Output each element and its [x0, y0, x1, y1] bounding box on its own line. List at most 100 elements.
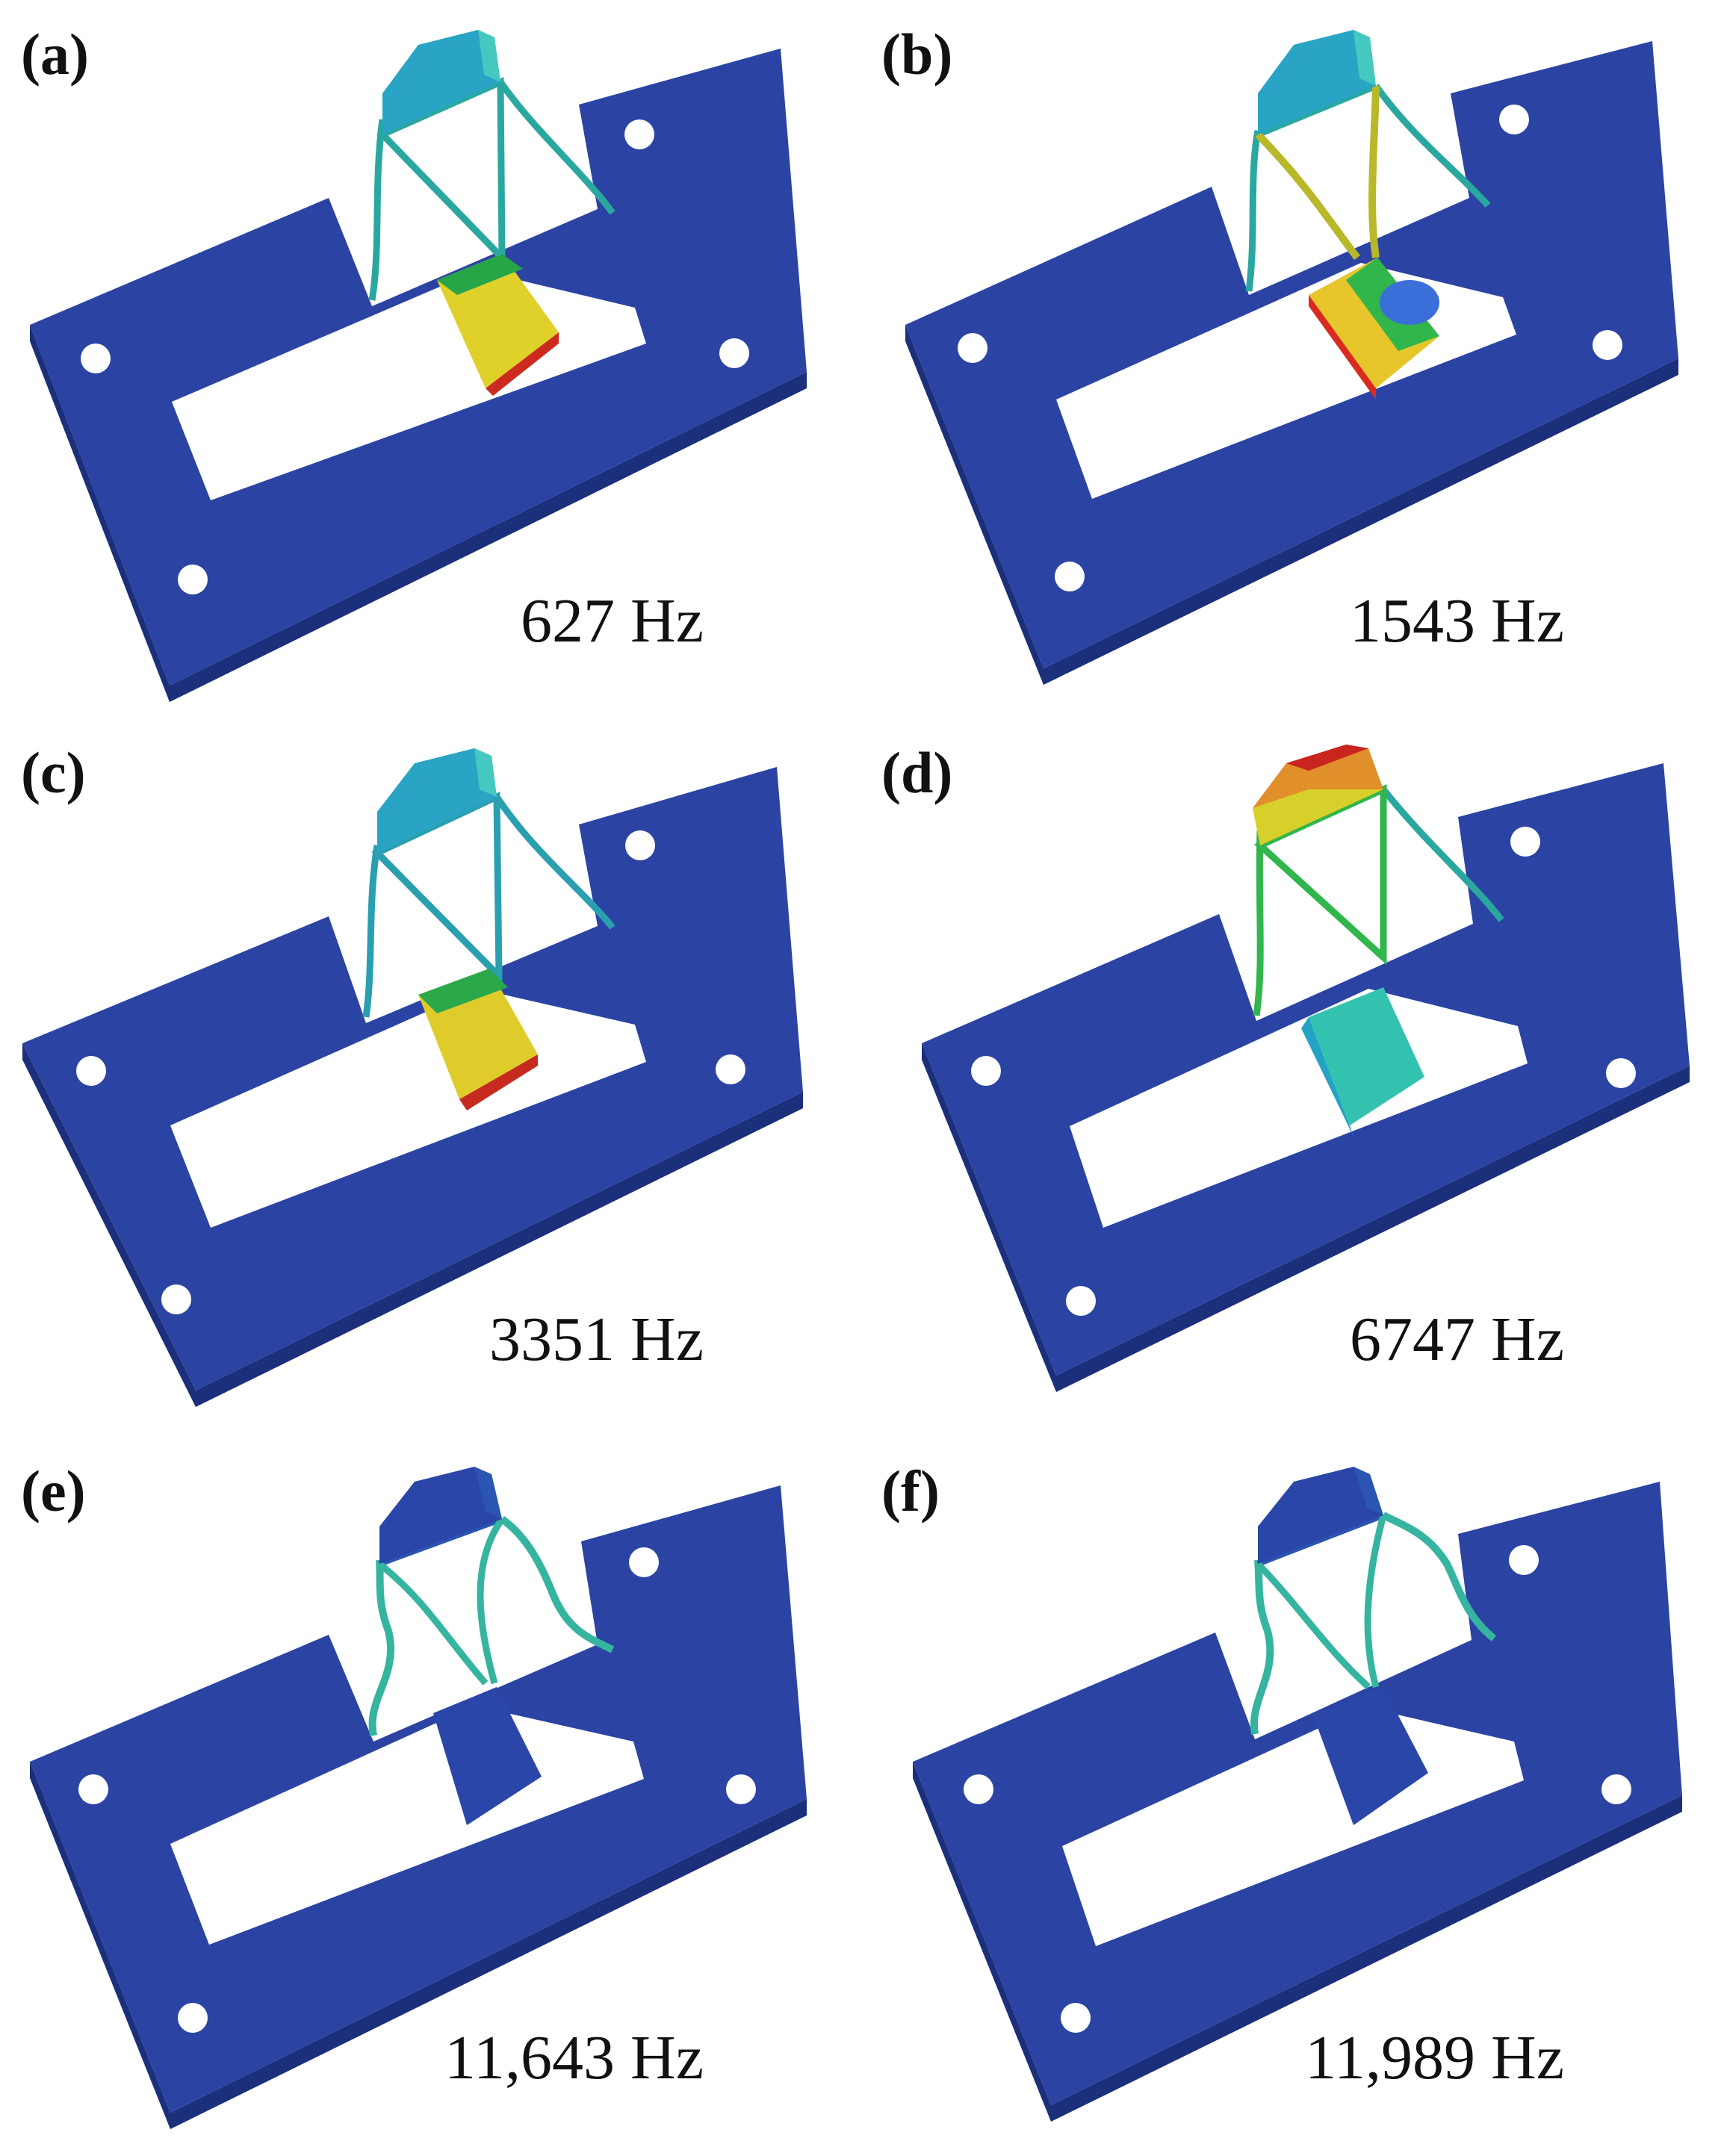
mount-hole: [1061, 2003, 1091, 2033]
frequency-label: 6747 Hz: [1350, 1305, 1564, 1374]
flexure-mechanism: [1253, 745, 1504, 1137]
frame-side: [30, 325, 170, 702]
fem-model-c: [22, 748, 803, 1407]
proof-mass-top: [437, 254, 523, 295]
mount-hole: [629, 1547, 659, 1577]
mount-hole: [178, 2003, 208, 2033]
proof-mass-side: [486, 332, 559, 396]
frequency-label: 627 Hz: [521, 586, 704, 656]
flexure-beam: [368, 1559, 395, 1736]
cap-block: [382, 30, 500, 134]
flexure-beam: [368, 119, 386, 301]
proof-mass-top: [418, 969, 508, 1013]
flexure-beam: [1253, 830, 1264, 1016]
mount-hole: [958, 333, 987, 363]
flexure-beam: [1364, 1514, 1387, 1689]
frame-side-bottom: [196, 1092, 803, 1407]
frame-side: [22, 1043, 196, 1407]
frame-side: [922, 1043, 1056, 1392]
cap-block-face: [1353, 1467, 1383, 1515]
frame-side-bottom: [1044, 358, 1678, 685]
flexure-beam: [1257, 842, 1386, 960]
frame-side: [913, 1762, 1051, 2122]
mount-hole: [1601, 1774, 1631, 1804]
frame-window: [1070, 989, 1528, 1228]
cap-block: [1258, 30, 1376, 134]
mount-hole: [81, 344, 111, 373]
mount-hole: [1066, 1286, 1096, 1316]
cap-block-face: [474, 1467, 502, 1519]
proof-mass-side: [1301, 1017, 1353, 1137]
frame-side: [30, 1762, 170, 2129]
panel-c: (c) 3351 Hz: [0, 718, 860, 1437]
flexure-mechanism: [1250, 1467, 1497, 1825]
mount-hole: [161, 1284, 191, 1314]
cap-block: [377, 748, 497, 853]
flexure-beam: [1255, 1561, 1371, 1690]
proof-mass: [1309, 258, 1439, 388]
mount-frame: [913, 1482, 1682, 2122]
frequency-label: 1543 Hz: [1350, 586, 1564, 656]
flexure-beam: [362, 845, 381, 1018]
flexure-mechanism: [362, 748, 615, 1110]
panel-label: (d): [881, 740, 953, 805]
panel-label: (a): [21, 22, 89, 87]
flexure-beam: [497, 80, 615, 215]
frame-side-bottom: [1051, 1795, 1682, 2122]
frequency-label: 3351 Hz: [489, 1305, 704, 1374]
mount-hole: [1593, 330, 1622, 360]
mount-hole: [726, 1774, 756, 1804]
flexure-beam: [1250, 1559, 1274, 1735]
mount-hole: [971, 1056, 1001, 1086]
flexure-beam: [374, 850, 502, 979]
panel-f: (f) 11,989 Hz: [860, 1437, 1721, 2155]
mount-hole: [1510, 827, 1540, 857]
cap-block-band: [1253, 789, 1383, 845]
fem-model-d: [922, 745, 1690, 1392]
cap-block-face: [1353, 30, 1376, 86]
mount-hole: [719, 338, 749, 368]
flexure-mechanism: [368, 1467, 615, 1825]
mount-hole: [76, 1056, 106, 1086]
flexure-mechanism: [368, 30, 615, 396]
cap-block: [1258, 1467, 1383, 1564]
frame-side-bottom: [170, 1799, 807, 2129]
fem-model-e: [30, 1467, 807, 2129]
panel-a: (a) 627 Hz: [0, 0, 860, 718]
proof-mass: [1312, 1687, 1428, 1825]
panel-label: (b): [881, 22, 953, 87]
panel-e: (e) 11,643 Hz: [0, 1437, 860, 2155]
cap-block-face: [478, 30, 500, 82]
mount-hole: [78, 1774, 108, 1804]
flexure-beam: [1380, 787, 1504, 922]
panel-label: (e): [21, 1458, 86, 1523]
flexure-beam: [379, 131, 505, 261]
proof-mass-side: [1309, 295, 1376, 400]
cap-block-top: [1286, 745, 1368, 771]
mount-hole: [178, 565, 208, 594]
panel-label: (f): [881, 1458, 940, 1523]
fem-model-a: [30, 30, 807, 702]
mount-hole: [1509, 1545, 1539, 1575]
mount-hole: [1055, 562, 1085, 591]
proof-mass-side: [459, 1054, 538, 1110]
panel-b: (b) 1543 Hz: [860, 0, 1721, 718]
flexure-beam: [1245, 130, 1262, 292]
mount-hole: [624, 119, 654, 149]
proof-mass-node: [1380, 280, 1439, 325]
flexure-beam: [1381, 1512, 1497, 1641]
mount-frame: [922, 763, 1690, 1392]
fem-model-f: [913, 1467, 1682, 2122]
frequency-label: 11,989 Hz: [1305, 2023, 1564, 2093]
proof-mass: [1309, 987, 1424, 1125]
flexure-beam: [494, 795, 615, 930]
cap-block: [379, 1467, 502, 1564]
frame-side: [905, 325, 1044, 685]
flexure-beam: [1373, 84, 1491, 208]
flexure-beam: [1255, 131, 1360, 261]
flexure-mechanism: [1245, 30, 1491, 400]
panel-label: (c): [21, 740, 86, 805]
mount-hole: [964, 1774, 993, 1804]
flexure-beam: [500, 1515, 615, 1653]
